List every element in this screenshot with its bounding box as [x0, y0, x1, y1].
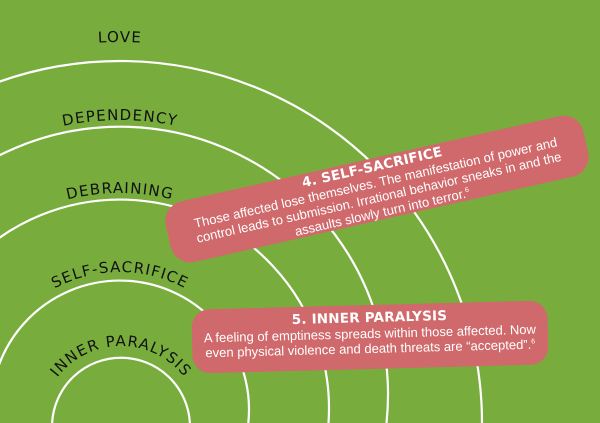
- label-dependency: DEPENDENCY: [61, 106, 179, 130]
- ring-inner-paralysis: [51, 356, 191, 423]
- label-inner-paralysis: INNER PARALYSIS: [46, 332, 194, 380]
- ring-love: [0, 59, 484, 423]
- svg-text:INNER PARALYSIS: INNER PARALYSIS: [46, 332, 195, 380]
- svg-text:DEPENDENCY: DEPENDENCY: [61, 106, 180, 130]
- ring-dependency: [0, 125, 390, 423]
- label-love: LOVE: [98, 28, 142, 47]
- footnote: 6: [531, 338, 536, 346]
- label-self-sacrifice: SELF-SACRIFICE: [48, 258, 190, 292]
- svg-text:SELF-SACRIFICE: SELF-SACRIFICE: [48, 258, 191, 292]
- card-inner-paralysis: 5. INNER PARALYSIS A feeling of emptines…: [191, 300, 549, 374]
- footnote: 6: [464, 186, 470, 195]
- svg-text:LOVE: LOVE: [98, 28, 143, 47]
